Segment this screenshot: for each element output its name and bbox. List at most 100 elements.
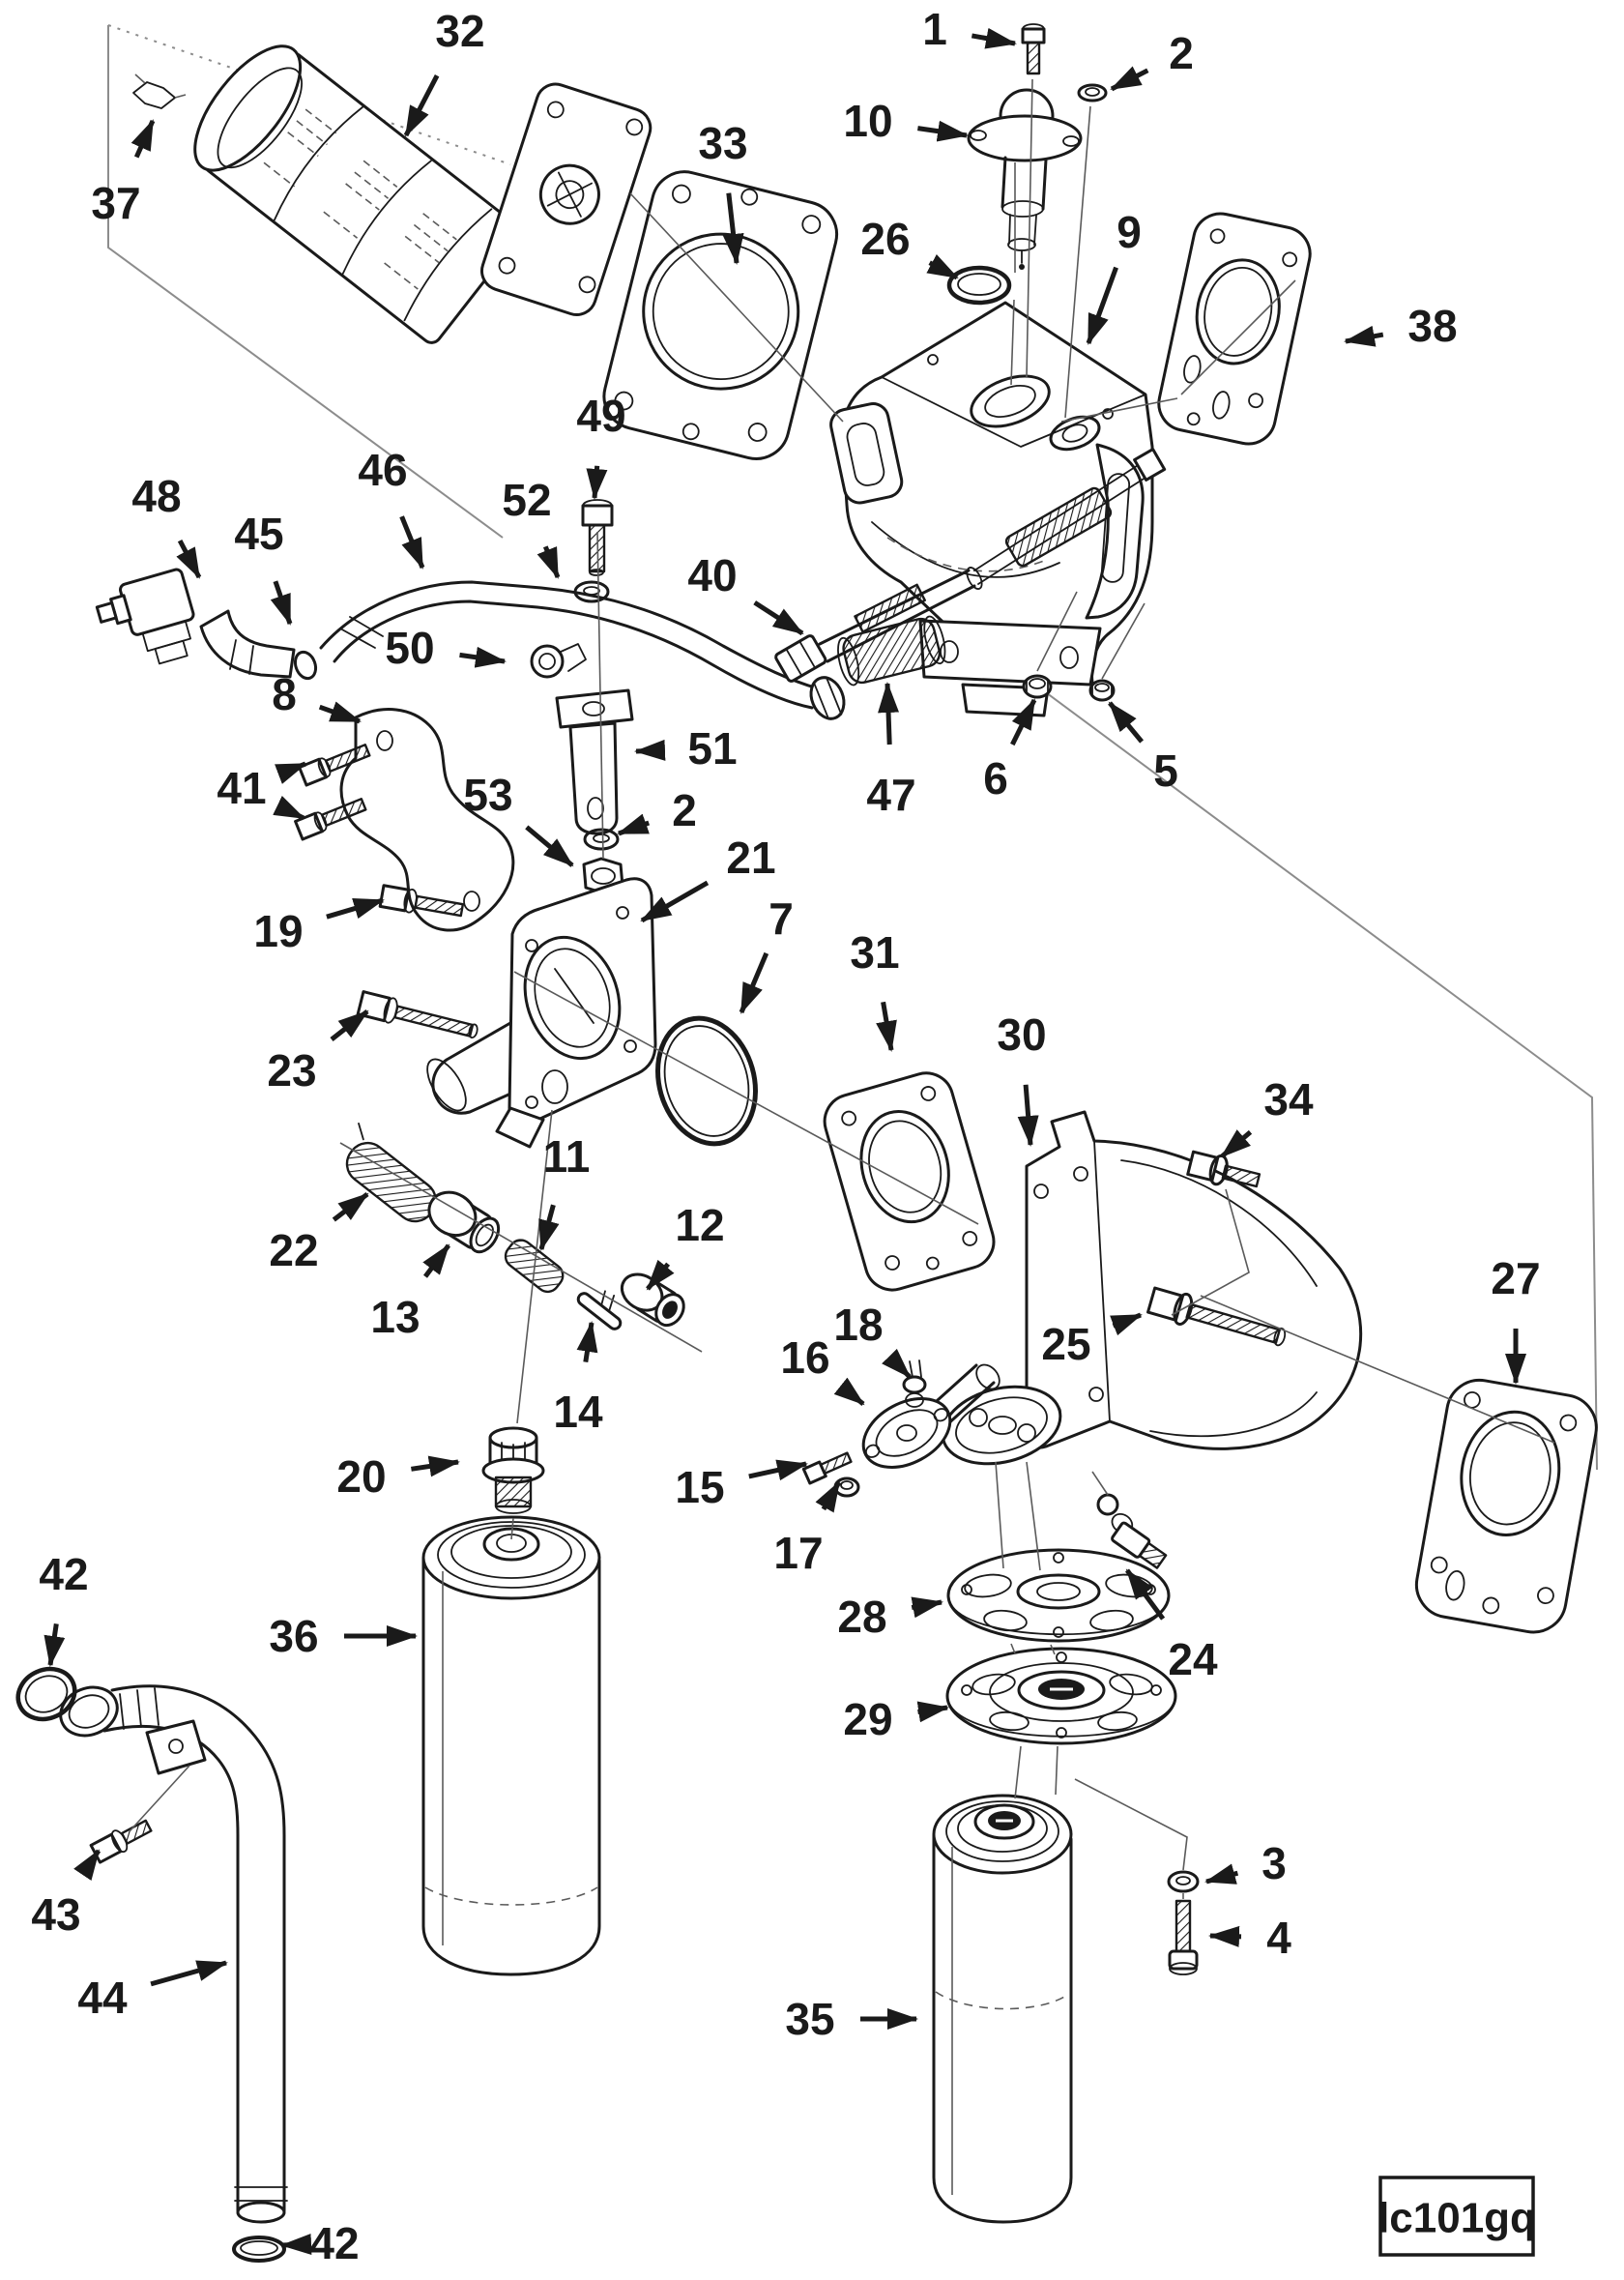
callout-leader-18 [882, 1348, 912, 1379]
callout-leader-30 [1017, 1084, 1039, 1147]
part-42-o-ring-lower [232, 2236, 286, 2263]
part-5-nut [1088, 679, 1116, 702]
callout-leader-12 [646, 1259, 675, 1291]
callout-leader-48 [176, 539, 202, 579]
callout-label-19: 19 [253, 906, 303, 956]
callout-label-9: 9 [1116, 207, 1142, 257]
callout-label-11: 11 [543, 1131, 591, 1182]
callout-leader-6 [1010, 698, 1037, 746]
part-31-gasket [823, 1071, 996, 1292]
callout-label-10: 10 [843, 96, 892, 146]
callout-leader-4 [1208, 1925, 1242, 1947]
callout-leader-28 [911, 1596, 943, 1619]
callout-label-35: 35 [785, 1994, 834, 2044]
part-10-thermostat [967, 88, 1083, 270]
part-43-bolt [89, 1819, 153, 1864]
callout-label-23: 23 [267, 1045, 316, 1096]
part-4-bolt [1168, 1899, 1199, 1975]
callout-label-48: 48 [131, 471, 181, 521]
callout-label-45: 45 [234, 509, 283, 559]
part-47-hose [837, 615, 946, 687]
part-34-bolt [1186, 1150, 1262, 1188]
callout-label-14: 14 [553, 1387, 603, 1437]
part-8-bracket [339, 708, 515, 932]
part-23-bolt [356, 990, 478, 1039]
callout-leader-11 [538, 1204, 560, 1251]
part-25-bolt [1146, 1286, 1287, 1347]
callout-leader-49 [586, 465, 608, 500]
part-48-switch [95, 568, 195, 665]
part-44-oil-drain-tube [59, 1684, 288, 2224]
part-32-mounting-plate [480, 82, 652, 316]
callout-leader-38 [1344, 325, 1384, 347]
callout-leader-2 [617, 813, 651, 836]
part-28-filter-plate [946, 1548, 1171, 1643]
callout-label-43: 43 [31, 1889, 80, 1940]
part-33-gasket [602, 170, 839, 460]
callout-leader-1 [971, 27, 1017, 49]
callout-leader-3 [1204, 1863, 1239, 1885]
callout-leader-33 [722, 192, 744, 265]
callout-label-27: 27 [1491, 1253, 1540, 1303]
callout-label-36: 36 [269, 1611, 318, 1661]
callout-leader-44 [150, 1960, 228, 1987]
callout-leader-34 [1220, 1129, 1253, 1158]
callout-label-25: 25 [1041, 1319, 1090, 1369]
callout-leader-51 [634, 739, 666, 761]
callout-leader-52 [536, 545, 561, 579]
part-46-oil-supply-tube [319, 580, 846, 720]
callout-label-3: 3 [1262, 1838, 1287, 1888]
part-32-oil-cooler-core [193, 44, 652, 344]
callout-label-31: 31 [850, 927, 899, 978]
callout-label-5: 5 [1153, 745, 1178, 796]
part-14-pin [576, 1290, 623, 1330]
part-7-o-ring [655, 1015, 758, 1147]
part-6-nut [1022, 674, 1053, 699]
part-50-clamp [530, 643, 587, 679]
callout-label-4: 4 [1266, 1913, 1291, 1963]
callout-leader-41 [275, 761, 307, 784]
part-35-oil-filter [932, 1794, 1073, 2224]
part-1-screw [1021, 23, 1046, 75]
part-13-valve-plunger [427, 1190, 501, 1254]
callout-label-53: 53 [463, 770, 512, 820]
callout-label-24: 24 [1168, 1634, 1218, 1684]
callout-label-21: 21 [726, 833, 775, 883]
callout-leader-47 [878, 682, 900, 745]
callout-leader-22 [332, 1192, 369, 1222]
callout-label-46: 46 [358, 445, 407, 495]
callout-leader-5 [1108, 701, 1145, 744]
callout-leader-9 [1086, 266, 1118, 345]
callout-leader-15 [748, 1459, 808, 1481]
callout-label-2: 2 [1169, 28, 1194, 78]
assembly-axis-lines [129, 78, 1250, 1899]
callout-leader-37 [130, 119, 156, 159]
part-19-bolt [378, 884, 465, 918]
part-9-oil-cooler-housing [829, 301, 1154, 717]
callout-label-18: 18 [833, 1300, 883, 1350]
part-42-o-ring-upper [15, 1666, 77, 1722]
callout-label-42: 42 [309, 2218, 359, 2268]
callout-leader-41 [273, 796, 305, 821]
callout-leader-19 [326, 897, 385, 920]
callout-leader-25 [1110, 1312, 1143, 1336]
callout-label-33: 33 [698, 118, 747, 168]
callout-label-15: 15 [675, 1462, 724, 1512]
callout-leader-32 [403, 74, 440, 137]
callout-label-22: 22 [269, 1225, 318, 1275]
callout-label-7: 7 [768, 893, 794, 944]
callout-label-29: 29 [843, 1694, 892, 1744]
part-16-bypass-tube [861, 1363, 1000, 1469]
callout-label-38: 38 [1407, 301, 1457, 351]
callout-leader-13 [422, 1243, 451, 1278]
callout-label-32: 32 [435, 6, 484, 56]
figure-code: lc101gq [1378, 2195, 1536, 2242]
callout-leader-24 [1124, 1568, 1166, 1621]
callout-label-8: 8 [272, 669, 297, 719]
part-27-gasket [1414, 1378, 1598, 1634]
callout-leader-40 [753, 600, 804, 636]
callout-leader-26 [926, 254, 959, 280]
callout-leader-45 [270, 580, 293, 626]
